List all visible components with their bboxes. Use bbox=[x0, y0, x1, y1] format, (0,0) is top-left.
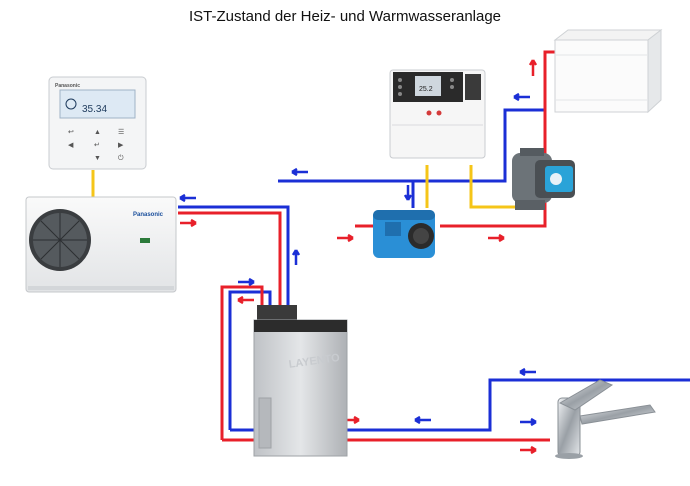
heating-regulator: 25.2 bbox=[389, 69, 486, 159]
supply-pipes bbox=[178, 50, 555, 442]
flow-arrows bbox=[179, 59, 538, 455]
svg-text:↵: ↵ bbox=[94, 142, 100, 149]
hot-water-tank: LAYENTO bbox=[253, 305, 348, 457]
svg-text:▼: ▼ bbox=[94, 155, 101, 162]
svg-text:☰: ☰ bbox=[118, 129, 124, 136]
faucet bbox=[555, 379, 656, 459]
controller-temperature: 35.34 bbox=[82, 104, 107, 115]
outdoor-unit-brand: Panasonic bbox=[133, 212, 164, 218]
svg-text:◀: ◀ bbox=[68, 142, 74, 149]
diagram-title: IST-Zustand der Heiz- und Warmwasseranla… bbox=[188, 8, 502, 25]
circulation-pump bbox=[512, 148, 575, 210]
return-pipes bbox=[178, 108, 690, 432]
signal-cables bbox=[91, 165, 518, 209]
svg-text:▶: ▶ bbox=[118, 142, 124, 149]
mixing-valve bbox=[373, 210, 435, 258]
svg-text:↩: ↩ bbox=[68, 129, 74, 136]
remote-controller: Panasonic 35.34 ↩ ▲ ☰ ◀ ↵ ▶ ▼ ⏻ bbox=[48, 76, 147, 170]
svg-text:▲: ▲ bbox=[94, 129, 101, 136]
regulator-display: 25.2 bbox=[419, 86, 433, 93]
controller-brand: Panasonic bbox=[55, 83, 80, 89]
svg-text:⏻: ⏻ bbox=[118, 154, 124, 162]
radiator bbox=[553, 28, 663, 114]
heat-pump-outdoor-unit: Panasonic bbox=[25, 196, 177, 293]
controller-buttons: ↩ ▲ ☰ ◀ ↵ ▶ ▼ ⏻ bbox=[68, 129, 124, 162]
